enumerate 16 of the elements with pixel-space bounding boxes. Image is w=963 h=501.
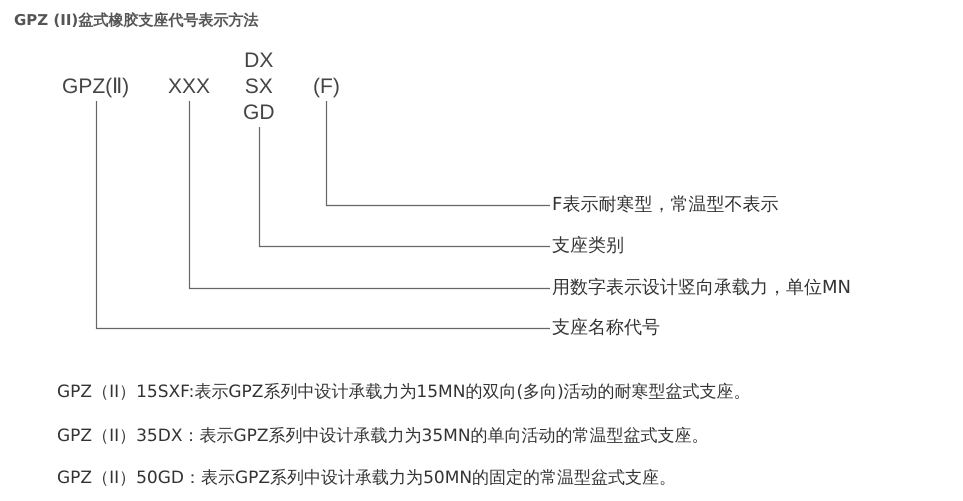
explanation-text: F表示耐寒型，常温型不表示 bbox=[552, 193, 778, 217]
code-text: XXX bbox=[168, 74, 210, 100]
code-text: GPZ(Ⅱ) bbox=[62, 74, 130, 100]
leader-line bbox=[96, 101, 550, 330]
leader-line bbox=[326, 101, 550, 206]
leader-line bbox=[188, 101, 550, 290]
example-text: GPZ（II）35DX：表示GPZ系列中设计承载力为35MN的单向活动的常温型盆式支座。 bbox=[57, 425, 709, 448]
code-text: (F) bbox=[313, 74, 340, 100]
example-text: GPZ（II）15SXF:表示GPZ系列中设计承载力为15MN的双向(多向)活动的耐寒型盆式支座。 bbox=[57, 381, 751, 404]
explanation-text: 用数字表示设计竖向承载力，单位MN bbox=[552, 276, 851, 300]
explanation-text: 支座名称代号 bbox=[552, 316, 660, 340]
explanation-text: 支座类别 bbox=[552, 234, 624, 258]
leader-line bbox=[258, 127, 550, 248]
example-text: GPZ（II）50GD：表示GPZ系列中设计承载力为50MN的固定的常温型盆式支座。 bbox=[57, 467, 676, 490]
code-text: DX SX GD bbox=[243, 48, 274, 126]
diagram-title: GPZ (II)盆式橡胶支座代号表示方法 bbox=[14, 10, 258, 30]
